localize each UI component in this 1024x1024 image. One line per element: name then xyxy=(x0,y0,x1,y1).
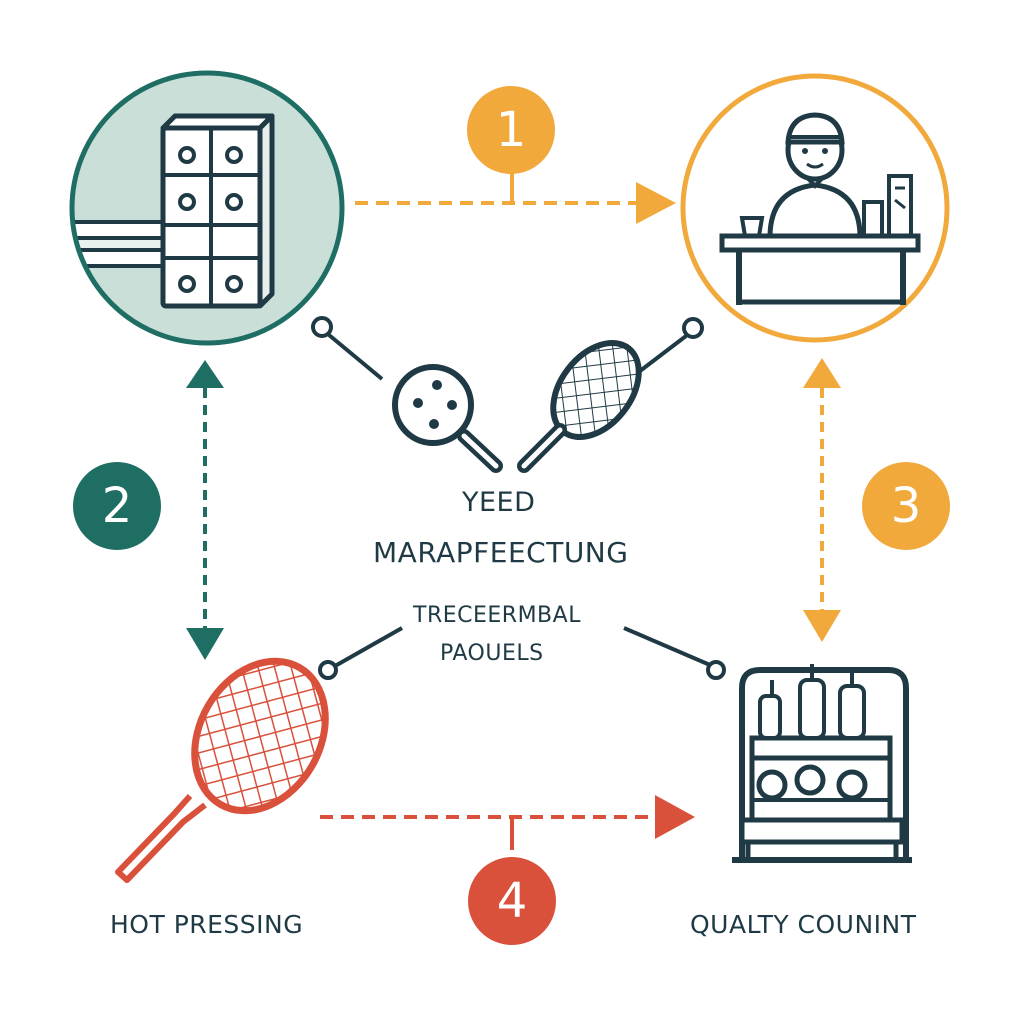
mid-label-line-2: PAOUELS xyxy=(440,641,544,666)
center-subtitle: MARAPFEECTUNG xyxy=(373,536,629,569)
mold-icon xyxy=(69,70,345,346)
step-1-badge: 1 xyxy=(467,86,555,174)
mid-label-line-1: TRECEERMBAL xyxy=(413,603,581,628)
hot-pressing-label: HOT PRESSING xyxy=(110,910,304,939)
worker-at-counter-icon xyxy=(680,73,950,343)
tennis-racket-icon xyxy=(517,317,704,473)
step-4-badge: 4 xyxy=(468,857,556,945)
arrow-step-2 xyxy=(186,360,224,660)
red-racket-icon xyxy=(115,657,329,883)
arrow-step-1 xyxy=(355,170,676,224)
step-2-badge: 2 xyxy=(73,462,161,550)
label-connectors xyxy=(318,626,726,680)
paddle-icon xyxy=(311,316,503,473)
center-title: YEED xyxy=(462,487,536,518)
quality-label: QUALTY COUNINT xyxy=(690,910,917,939)
inspection-machine-icon xyxy=(732,664,912,863)
step-3-badge: 3 xyxy=(862,462,950,550)
arrow-step-4 xyxy=(320,795,695,850)
arrow-step-3 xyxy=(803,358,841,642)
